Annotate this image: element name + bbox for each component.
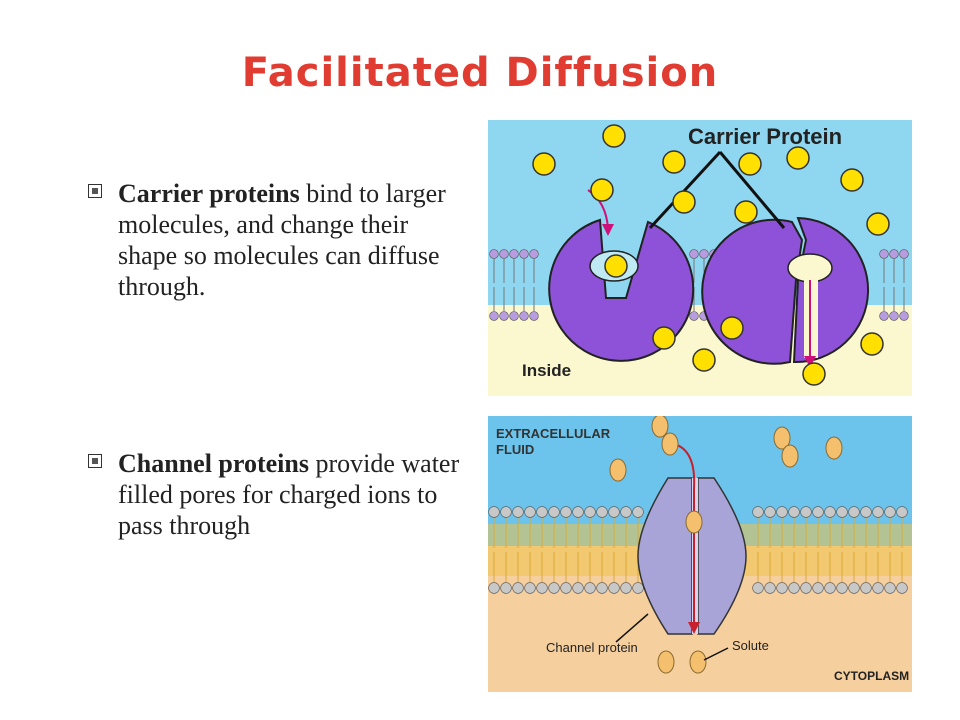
cytoplasm-label: CYTOPLASM <box>834 669 909 683</box>
channel-label-pointer <box>615 613 649 643</box>
channel-protein-svg: EXTRACELLULAR FLUID Channel protein Solu… <box>488 414 912 692</box>
carrier-protein-label: Carrier Protein <box>688 124 842 149</box>
carrier-protein-diagram: Carrier Protein Inside <box>488 120 912 396</box>
label-pointer-right <box>718 151 786 229</box>
bullet-bold-term: Carrier proteins <box>118 179 300 208</box>
channel-protein-label: Channel protein <box>546 640 638 655</box>
inside-label: Inside <box>522 361 571 380</box>
fluid-label: FLUID <box>496 442 534 457</box>
bullet-marker-icon <box>88 184 102 198</box>
label-pointer-left <box>648 150 722 230</box>
bullet-description: provide water filled pores for charged i… <box>118 449 460 540</box>
bullet-carrier-proteins: Carrier proteins bind to larger molecule… <box>88 178 468 302</box>
carrier-protein-svg: Carrier Protein Inside <box>488 120 912 396</box>
molecules <box>532 124 890 386</box>
bullet-bold-term: Channel proteins <box>118 449 309 478</box>
slide-title: Facilitated Diffusion <box>241 50 719 96</box>
bullet-channel-proteins: Channel proteins provide water filled po… <box>88 448 468 541</box>
channel-protein-diagram: EXTRACELLULAR FLUID Channel protein Solu… <box>488 414 912 692</box>
bullet-text: Carrier proteins bind to larger molecule… <box>118 178 468 302</box>
channel-protein-right <box>697 477 747 635</box>
channel-protein-left <box>637 477 693 635</box>
entry-arrow-head <box>602 224 614 236</box>
solutes <box>609 414 843 674</box>
solute-label: Solute <box>732 638 769 653</box>
extracellular-label: EXTRACELLULAR <box>496 426 611 441</box>
bullet-text: Channel proteins provide water filled po… <box>118 448 468 541</box>
bullet-description: bind to larger molecules, and change the… <box>118 179 446 301</box>
solute-label-pointer <box>703 647 729 661</box>
carrier-protein-left <box>548 218 695 362</box>
exit-arrow-head <box>804 356 816 368</box>
bullet-marker-icon <box>88 454 102 468</box>
solute-arrow-head <box>688 622 700 634</box>
